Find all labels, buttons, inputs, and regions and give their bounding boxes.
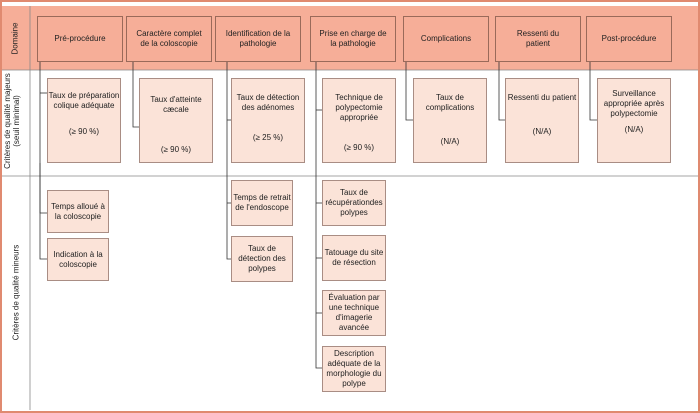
major-box-polypectomie: Technique de polypectomie appropriée(≥ 9…: [322, 78, 396, 163]
domain-box-identification: Identification de la pathologie: [215, 16, 301, 62]
row-label-domain: Domaine: [10, 22, 20, 55]
minor-box-recuperation-polypes: Taux de récupérationdes polypes: [322, 180, 386, 226]
connectors: [39, 62, 597, 369]
domain-box-post-procedure: Post-procédure: [586, 16, 672, 62]
major-box-atteinte-caecale: Taux d'atteinte cæcale(≥ 90 %): [139, 78, 213, 163]
major-box-ressenti: Ressenti du patient(N/A): [505, 78, 579, 163]
major-box-preparation: Taux de préparation colique adéquate(≥ 9…: [47, 78, 121, 163]
minor-box-indication: Indication à la coloscopie: [47, 238, 109, 281]
domain-box-prise-en-charge: Prise en charge de la pathologie: [310, 16, 396, 62]
minor-box-imagerie-avancee: Évaluation par une technique d'imagerie …: [322, 290, 386, 336]
row-label-minor: Critères de qualité mineurs: [11, 244, 21, 341]
domain-box-ressenti: Ressenti du patient: [495, 16, 581, 62]
domain-box-completude: Caractère complet de la coloscopie: [126, 16, 212, 62]
major-box-surveillance: Surveillance appropriée après polypectom…: [597, 78, 671, 163]
minor-box-morphologie: Description adéquate de la morphologie d…: [322, 346, 386, 392]
domain-box-pre-procedure: Pré-procédure: [37, 16, 123, 62]
minor-box-temps-retrait: Temps de retrait de l'endoscope: [231, 180, 293, 226]
minor-box-tatouage: Tatouage du site de résection: [322, 235, 386, 281]
row-label-major: Critères de qualité majeurs(seuil minima…: [3, 73, 21, 169]
minor-box-temps-alloue: Temps alloué à la coloscopie: [47, 190, 109, 233]
major-box-complications: Taux de complications(N/A): [413, 78, 487, 163]
minor-box-detection-polypes: Taux de détection des polypes: [231, 236, 293, 282]
major-box-detection-adenomes: Taux de détection des adénomes(≥ 25 %): [231, 78, 305, 163]
domain-box-complications: Complications: [403, 16, 489, 62]
